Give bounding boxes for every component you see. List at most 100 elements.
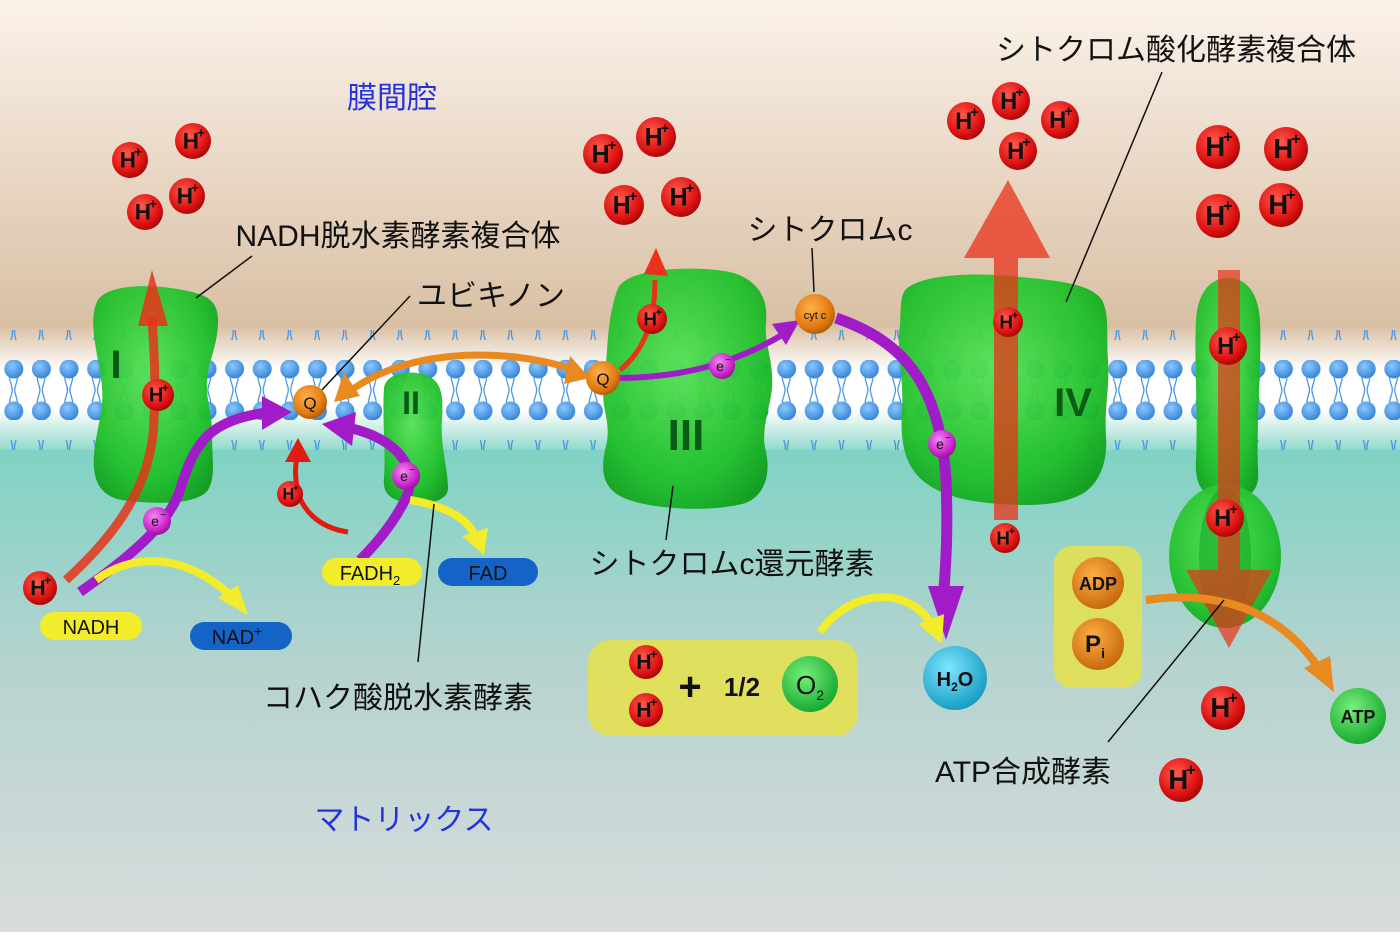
svg-text:NADH: NADH bbox=[63, 617, 120, 639]
proton-charge: + bbox=[1229, 502, 1237, 518]
proton-sphere bbox=[583, 134, 623, 174]
proton-sphere bbox=[112, 142, 148, 178]
proton: H+ bbox=[636, 117, 676, 157]
fadh2-text: FADH bbox=[340, 563, 393, 585]
svg-text:Q: Q bbox=[596, 370, 609, 389]
svg-text:ADP: ADP bbox=[1079, 574, 1117, 594]
proton-sphere bbox=[142, 379, 174, 411]
proton: H+ bbox=[999, 132, 1037, 170]
proton-symbol: H bbox=[1000, 88, 1017, 115]
proton-sphere bbox=[661, 177, 701, 217]
complex-i-electron-arrowhead bbox=[262, 396, 292, 430]
complex-iv-name-label: シトクロム酸化酵素複合体 bbox=[996, 34, 1356, 67]
ubiquinone-molecule-left: Q bbox=[293, 385, 327, 419]
proton-sphere bbox=[999, 132, 1037, 170]
complex-iii-numeral: III bbox=[668, 411, 705, 460]
svg-text:Pi: Pi bbox=[1085, 631, 1105, 661]
proton-symbol: H bbox=[183, 129, 199, 154]
complex-iii-proton-arrowhead bbox=[644, 248, 668, 276]
proton-charge: + bbox=[1291, 131, 1301, 149]
complex-iv-proton-arrow bbox=[964, 180, 1050, 520]
complex-ii-numeral: II bbox=[402, 385, 420, 421]
proton-charge: + bbox=[293, 483, 299, 494]
proton-charge: + bbox=[650, 695, 657, 710]
proton: H+ bbox=[604, 185, 644, 225]
complex-iii-electron-path bbox=[615, 332, 784, 381]
fadh2-conversion-arrow bbox=[409, 496, 479, 538]
proton-charge: + bbox=[970, 105, 978, 121]
proton-charge: + bbox=[686, 180, 695, 197]
electron-charge: − bbox=[945, 433, 951, 444]
complex-iii-name-label: シトクロムc還元酵素 bbox=[590, 548, 875, 581]
proton-charge: + bbox=[1223, 129, 1233, 147]
electron: e− bbox=[928, 430, 956, 458]
complex-iii-electron-arrowhead bbox=[772, 320, 800, 345]
ubiquinone-shuttle-head-right bbox=[564, 356, 590, 384]
proton: H+ bbox=[629, 693, 663, 727]
proton: H+ bbox=[23, 571, 57, 605]
electron-charge: − bbox=[409, 465, 415, 476]
proton: H+ bbox=[661, 177, 701, 217]
proton-charge: + bbox=[149, 196, 157, 211]
proton-sphere bbox=[1206, 499, 1244, 537]
proton-sphere bbox=[604, 185, 644, 225]
complex-ii-name-label: コハク酸脱水素酵素 bbox=[263, 682, 533, 715]
proton: H+ bbox=[1259, 183, 1303, 227]
water-molecule: H2O bbox=[923, 646, 987, 710]
atp-molecule: ATP bbox=[1330, 688, 1386, 744]
svg-text:O2: O2 bbox=[796, 670, 824, 703]
proton-sphere bbox=[993, 307, 1023, 337]
proton: H+ bbox=[175, 123, 211, 159]
svg-text:ATP: ATP bbox=[1341, 707, 1376, 727]
electron-symbol: e bbox=[151, 513, 159, 529]
proton-symbol: H bbox=[999, 311, 1013, 332]
proton-group: H+H+H+H+H+H+H+H+H+H+H+H+H+H+H+H+H+H+H+H+… bbox=[23, 82, 1308, 802]
proton-sphere bbox=[1209, 327, 1247, 365]
proton: H+ bbox=[1201, 686, 1245, 730]
proton-symbol: H bbox=[135, 200, 151, 225]
svg-text:FADH2: FADH2 bbox=[340, 563, 401, 588]
proton-symbol: H bbox=[1205, 131, 1225, 162]
proton: H+ bbox=[993, 307, 1023, 337]
proton-symbol: H bbox=[1268, 189, 1288, 220]
proton-symbol: H bbox=[955, 108, 972, 135]
proton-charge: + bbox=[1008, 526, 1015, 538]
nadh-conversion-arrow bbox=[93, 557, 233, 598]
electron-group: e−e−e−e− bbox=[143, 353, 956, 535]
svg-text:NAD+: NAD+ bbox=[212, 623, 262, 649]
adp-to-atp-arrow bbox=[1145, 593, 1324, 673]
proton-sphere bbox=[169, 178, 205, 214]
o2-sub: 2 bbox=[816, 687, 824, 703]
proton-charge: + bbox=[191, 180, 199, 195]
proton-charge: + bbox=[197, 125, 205, 140]
proton-symbol: H bbox=[30, 576, 45, 600]
proton-sphere bbox=[1196, 194, 1240, 238]
complex-i-proton-path bbox=[62, 317, 160, 584]
proton-symbol: H bbox=[670, 183, 688, 211]
proton-symbol: H bbox=[1214, 505, 1231, 532]
proton-sphere bbox=[637, 304, 667, 334]
proton-symbol: H bbox=[1007, 138, 1024, 165]
electron-sphere bbox=[392, 462, 420, 490]
proton-charge: + bbox=[1022, 135, 1030, 151]
ubiquinone-shuttle-head-left bbox=[334, 372, 360, 402]
electron: e− bbox=[143, 507, 171, 535]
proton-symbol: H bbox=[149, 385, 163, 407]
intermembrane-space-label: 膜間腔 bbox=[347, 82, 437, 115]
proton-charge: + bbox=[1186, 762, 1196, 780]
proton: H+ bbox=[637, 304, 667, 334]
proton: H+ bbox=[1206, 499, 1244, 537]
proton-symbol: H bbox=[643, 308, 657, 329]
proton-sphere bbox=[1201, 686, 1245, 730]
complex-iv-electron-path bbox=[834, 312, 953, 591]
proton-symbol: H bbox=[592, 140, 610, 168]
pi-sub: i bbox=[1101, 645, 1105, 661]
complex-ii-electron-arrowhead bbox=[322, 412, 356, 446]
electron: e− bbox=[392, 462, 420, 490]
electron-symbol: e bbox=[716, 358, 724, 374]
proton: H+ bbox=[992, 82, 1030, 120]
h2o-h: H bbox=[937, 669, 951, 691]
proton-sphere bbox=[636, 117, 676, 157]
oxygen-plus-sign: + bbox=[678, 665, 701, 709]
proton-symbol: H bbox=[1217, 333, 1234, 360]
